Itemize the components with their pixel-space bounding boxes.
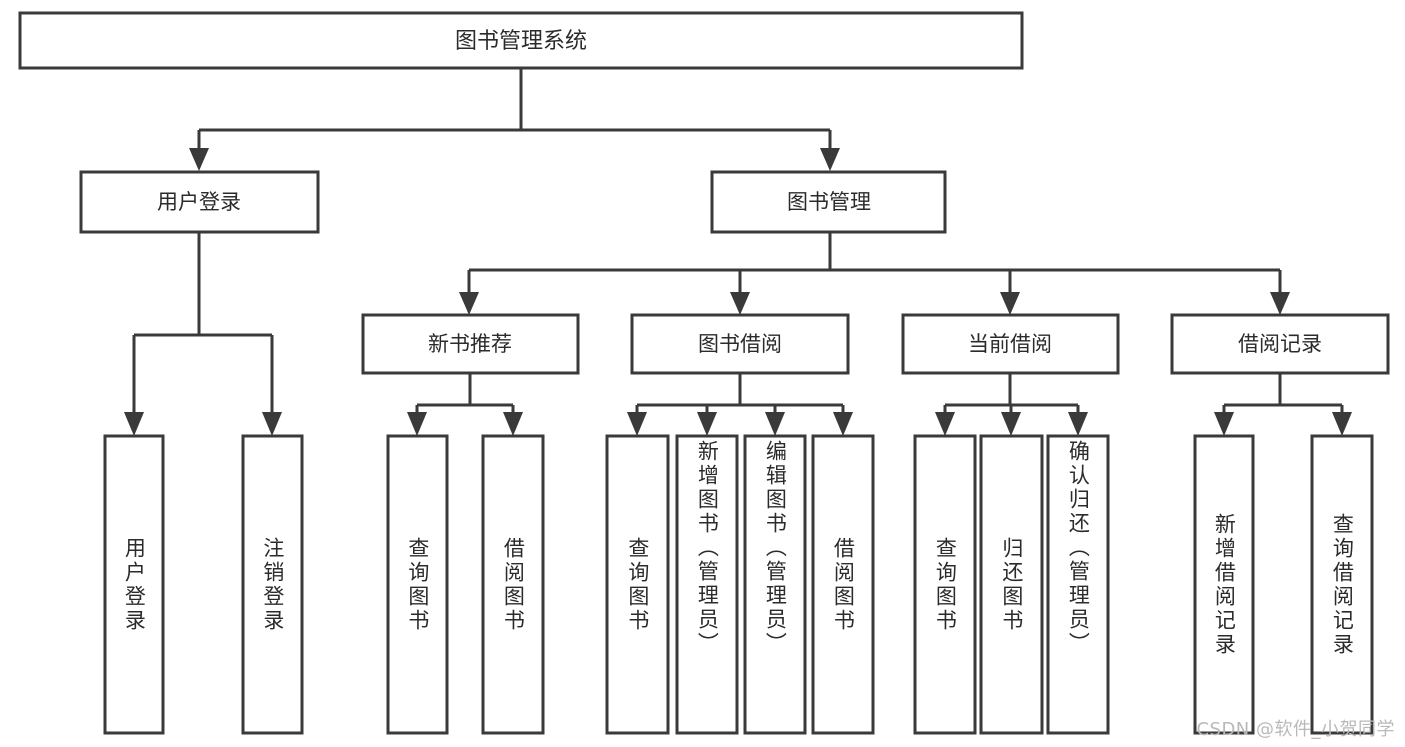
node-root-box[interactable]: [18, 11, 1024, 70]
arrow-head-leaf-8: [833, 412, 853, 436]
arrow-head-leaf-1: [124, 412, 144, 436]
arrow-head-leaf-5: [627, 412, 647, 436]
arrow-head-current-borrow: [1000, 292, 1020, 315]
leaf-box-add-book-admin[interactable]: [675, 434, 739, 735]
leaf-box-query-book-3[interactable]: [913, 434, 977, 735]
arrow-head-root-to-user-login: [189, 148, 209, 171]
connector-group-book-mgmt: [459, 232, 1290, 315]
arrow-head-new-book: [459, 292, 479, 315]
node-new-book-recommend-label: 新书推荐: [428, 332, 512, 356]
arrow-head-book-borrow: [730, 292, 750, 315]
leaf-box-borrow-book-2[interactable]: [811, 434, 875, 735]
connector-group-new-book: [407, 373, 523, 436]
node-current-borrow-label: 当前借阅: [968, 332, 1052, 356]
node-user-login-box[interactable]: [79, 170, 320, 234]
node-book-borrow-label: 图书借阅: [698, 332, 782, 356]
connector-group-book-borrow: [627, 373, 853, 436]
node-user-login[interactable]: 用户登录: [79, 170, 320, 234]
node-new-book-recommend-box[interactable]: [361, 313, 580, 375]
leaf-box-logout[interactable]: [241, 434, 304, 735]
node-book-management[interactable]: 图书管理: [710, 170, 947, 234]
arrow-head-leaf-10: [1001, 412, 1021, 436]
node-new-book-recommend[interactable]: 新书推荐: [361, 313, 580, 375]
node-book-borrow-box[interactable]: [630, 313, 850, 375]
connector-group-root: [189, 68, 840, 171]
node-book-borrow[interactable]: 图书借阅: [630, 313, 850, 375]
leaf-box-group: [103, 434, 1374, 735]
connector-group-current-borrow: [935, 373, 1088, 436]
node-root[interactable]: 图书管理系统: [18, 11, 1024, 70]
leaf-box-return-book[interactable]: [979, 434, 1044, 735]
connector-group-borrow-record: [1214, 373, 1352, 436]
arrow-head-leaf-12: [1214, 412, 1234, 436]
node-book-management-box[interactable]: [710, 170, 947, 234]
leaf-box-query-book-2[interactable]: [605, 434, 670, 735]
node-borrow-record[interactable]: 借阅记录: [1170, 313, 1390, 375]
leaf-box-borrow-book-1[interactable]: [481, 434, 545, 735]
node-current-borrow-box[interactable]: [901, 313, 1120, 375]
leaf-box-confirm-return-admin[interactable]: [1046, 434, 1110, 735]
arrow-head-leaf-7: [765, 412, 785, 436]
connector-group-user-login: [124, 232, 282, 436]
leaf-box-query-borrow-record[interactable]: [1310, 434, 1374, 735]
node-user-login-label: 用户登录: [157, 190, 241, 214]
arrow-head-leaf-11: [1068, 412, 1088, 436]
arrow-head-borrow-record: [1270, 292, 1290, 315]
arrow-head-leaf-6: [697, 412, 717, 436]
arrow-head-root-to-book-mgmt: [820, 148, 840, 171]
node-borrow-record-label: 借阅记录: [1238, 332, 1322, 356]
leaf-box-query-book-1[interactable]: [386, 434, 449, 735]
node-borrow-record-box[interactable]: [1170, 313, 1390, 375]
arrow-head-leaf-13: [1332, 412, 1352, 436]
arrow-head-leaf-9: [935, 412, 955, 436]
leaf-box-user-login[interactable]: [103, 434, 165, 735]
leaf-box-edit-book-admin[interactable]: [743, 434, 807, 735]
arrow-head-leaf-4: [503, 412, 523, 436]
node-book-management-label: 图书管理: [787, 190, 871, 214]
node-current-borrow[interactable]: 当前借阅: [901, 313, 1120, 375]
node-root-label: 图书管理系统: [455, 29, 587, 54]
arrow-head-leaf-3: [407, 412, 427, 436]
leaf-box-add-borrow-record[interactable]: [1193, 434, 1255, 735]
watermark-text: CSDN @软件_小贺同学: [1196, 719, 1395, 740]
arrow-head-leaf-2: [262, 412, 282, 436]
